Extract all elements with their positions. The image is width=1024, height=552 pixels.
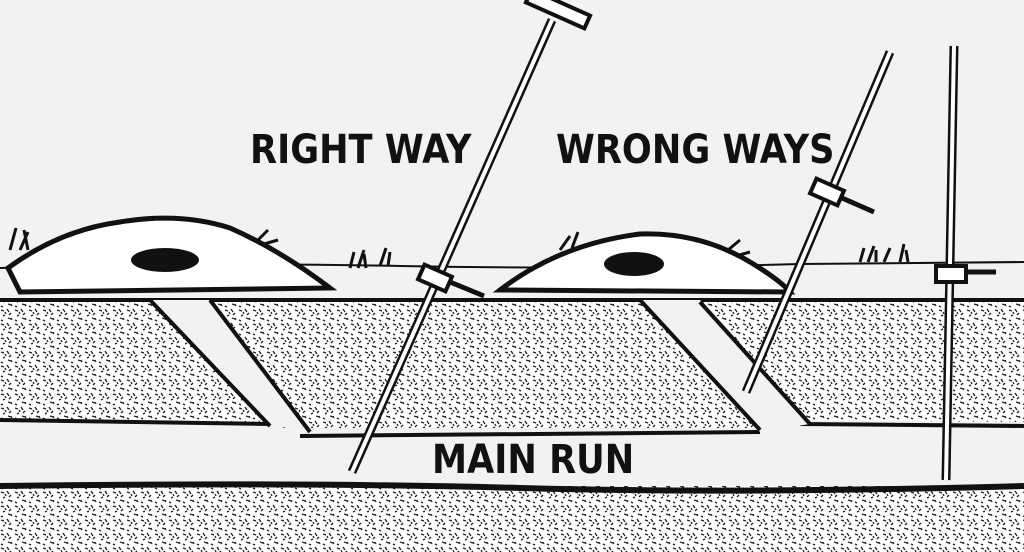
right-mole-hill-icon (492, 231, 796, 295)
probe-rod-right-way-icon (347, 0, 593, 474)
right-way-label: RIGHT WAY (250, 127, 472, 173)
grass-tuft-icon (348, 243, 910, 269)
left-mole-hill-icon (4, 215, 338, 295)
left-side-tunnel (148, 298, 312, 434)
main-run-tunnel (0, 418, 1024, 470)
main-run-label: MAIN RUN (432, 437, 635, 483)
probe-rod-wrong-way-angled-icon (741, 50, 895, 394)
lower-soil-layer (0, 481, 1024, 552)
wrong-ways-label: WRONG WAYS (556, 127, 835, 173)
probe-rod-wrong-way-vertical-icon (934, 45, 996, 481)
upper-soil-layer (0, 298, 1024, 428)
